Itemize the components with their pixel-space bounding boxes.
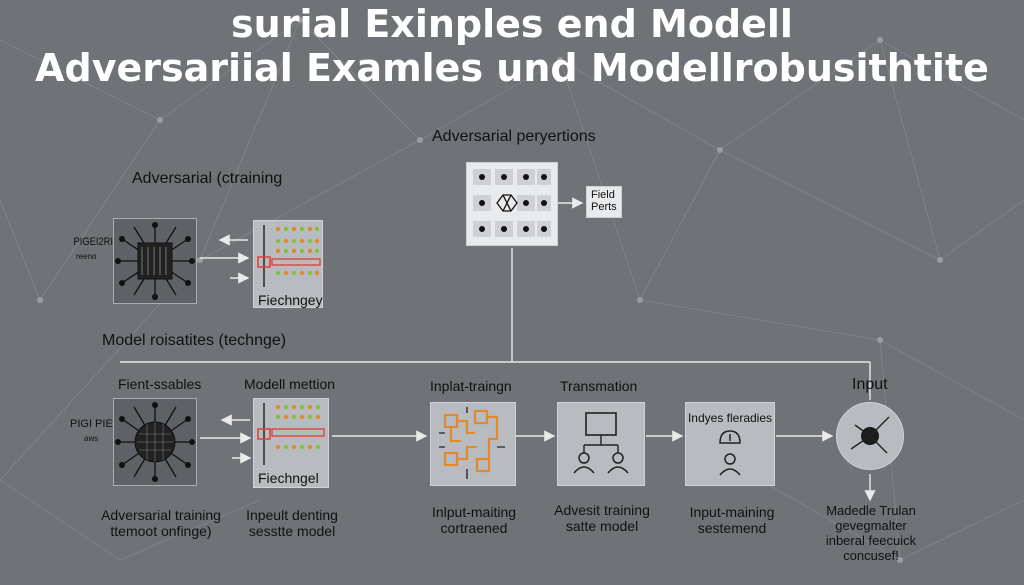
caption-1: Adversarial training ttemoot onfinge): [96, 507, 226, 539]
caption-6: Madedle Trulan gevegmalter inberal feecu…: [806, 503, 936, 563]
caption-5-line-2: sestemend: [697, 520, 767, 536]
input-node: [836, 402, 904, 470]
caption-5-line-1: Input-maining: [689, 504, 775, 520]
caption-6-line-2: gevegmalter: [835, 518, 907, 533]
caption-4-line-1: Advesit training: [554, 502, 650, 518]
box4-label: Indyes fleradies: [687, 411, 773, 425]
network-users-icon: [573, 412, 629, 474]
circuit-blocks-icon: [439, 407, 505, 479]
neural-chip-icon: [115, 222, 195, 300]
col-label-1: Fient-ssables: [118, 376, 202, 392]
title-line-2: Adversariial Examles und Modellrobusitht…: [35, 46, 989, 90]
field-box-line-1: Field: [591, 189, 615, 201]
perturbation-grid-icon: [473, 169, 551, 237]
caption-6-line-1: Madedle Trulan: [826, 503, 916, 518]
caption-2: Inpeult denting sesstte model: [232, 507, 352, 539]
caption-4-line-2: satte model: [565, 518, 639, 534]
title-line-1: surial Exinples end Modell: [231, 2, 793, 46]
col-label-2: Modell mettion: [244, 376, 336, 392]
field-box-line-2: Perts: [591, 201, 617, 213]
caption-5: Input-maining sestemend: [676, 504, 788, 536]
feature-panel-top: [253, 220, 323, 308]
feature-matrix-icon-bottom: [257, 403, 325, 465]
field-box: Field Perts: [586, 186, 622, 218]
transmation-panel: [557, 402, 645, 486]
feature-label-top: Fiechngey: [258, 292, 323, 308]
bottom-side-label-2: aws: [84, 434, 99, 443]
caption-6-line-4: concusef!: [843, 548, 899, 563]
perturbations-label: Adversarial peryertions: [432, 128, 596, 145]
adv-training-label: Adversarial (ctraining: [132, 170, 283, 187]
caption-2-line-2: sesstte model: [248, 523, 336, 539]
caption-3: Inlput-maiting cortraened: [418, 504, 530, 536]
top-side-label-2: reeno: [76, 252, 97, 261]
col-label-3: Inplat-traingn: [430, 378, 512, 394]
perturbation-grid-panel: [466, 162, 558, 246]
top-side-label-1: PIGEI2RI: [73, 236, 113, 248]
neural-chip-icon-bottom: [115, 402, 195, 482]
caption-6-line-3: inberal feecuick: [825, 533, 917, 548]
caption-3-line-1: Inlput-maiting: [431, 504, 517, 520]
caption-1-line-1: Adversarial training: [101, 507, 221, 523]
input-training-panel: [430, 402, 516, 486]
feature-matrix-icon: [257, 225, 321, 287]
target-arrows-icon: [850, 416, 890, 454]
caption-2-line-1: Inpeult denting: [246, 507, 338, 523]
chip-panel-top: [113, 218, 197, 304]
caption-4: Advesit training satte model: [546, 502, 658, 534]
caption-1-line-2: ttemoot onfinge): [110, 523, 212, 539]
indexes-panel: Indyes fleradies: [685, 402, 775, 486]
feature-panel-bottom: [253, 398, 329, 488]
col-label-4: Transmation: [560, 378, 638, 394]
col-label-5: Input: [852, 376, 888, 393]
chip-panel-bottom: [113, 398, 197, 486]
user-bell-icon: [719, 430, 741, 476]
robustness-section-label: Model roisatites (technge): [102, 332, 287, 349]
feature-label-bottom: Fiechngel: [258, 470, 319, 486]
caption-3-line-2: cortraened: [440, 520, 508, 536]
